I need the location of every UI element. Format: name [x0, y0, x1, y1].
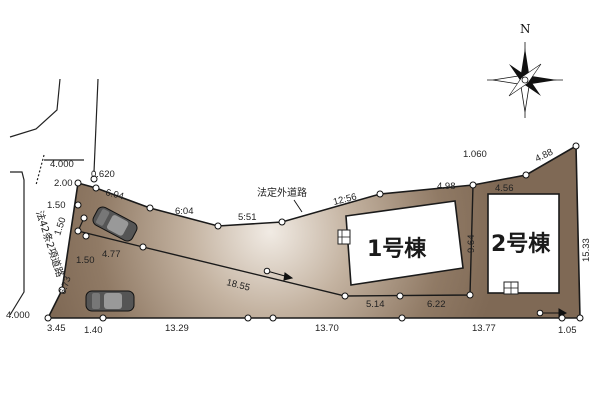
dim-200: 2.00	[54, 178, 73, 189]
access-arrow-icon-1	[263, 267, 294, 281]
dim-604-b: 6:04	[175, 206, 194, 217]
compass-rose-icon	[487, 42, 563, 118]
dim-604-a: 6.04	[104, 187, 125, 202]
dim-4000-top: 4.000	[50, 159, 74, 170]
dim-622: 6.22	[427, 299, 446, 310]
dim-150-b: 1.50	[52, 216, 68, 237]
car-icon-top	[92, 206, 138, 242]
dimension-labels: 4.000 0.620 2.00 6.04 6:04 5:51 12:56 4.…	[6, 147, 590, 336]
building-2-label: 2号棟	[491, 231, 551, 257]
dim-964: 9.64	[466, 235, 477, 254]
dim-1329: 13.29	[165, 323, 189, 334]
dim-150-c: 1.50	[76, 255, 95, 266]
dim-477: 4.77	[102, 249, 121, 260]
dim-1370: 13.70	[315, 323, 339, 334]
building-2-footprint	[487, 193, 560, 294]
car-icon-bottom	[85, 290, 135, 312]
building-1-entrance-icon	[337, 229, 351, 245]
compass-label: N	[520, 22, 531, 36]
survey-points	[44, 142, 584, 322]
building-1-footprint	[345, 200, 464, 286]
dim-551: 5:51	[238, 212, 257, 223]
dim-105: 1.05	[558, 325, 577, 336]
dim-4000-bottom: 4.000	[6, 310, 30, 321]
dim-514: 5.14	[366, 299, 385, 310]
dim-140: 1.40	[84, 325, 103, 336]
dim-498: 4.98	[437, 181, 456, 192]
dim-150-a: 1.50	[47, 200, 66, 211]
dim-1533: 15.33	[581, 238, 590, 262]
building-1-label: 1号棟	[367, 236, 427, 262]
building-2-entrance-icon	[503, 281, 519, 295]
dim-673: 6.73	[57, 275, 73, 296]
dim-456: 4.56	[495, 183, 514, 194]
dim-1377: 13.77	[472, 323, 496, 334]
dim-345: 3.45	[47, 323, 66, 334]
road-label: 法定外道路	[257, 186, 307, 199]
dim-0620: 0.620	[91, 169, 115, 180]
context-lines	[9, 78, 99, 316]
dim-1060: 1.060	[463, 149, 487, 160]
